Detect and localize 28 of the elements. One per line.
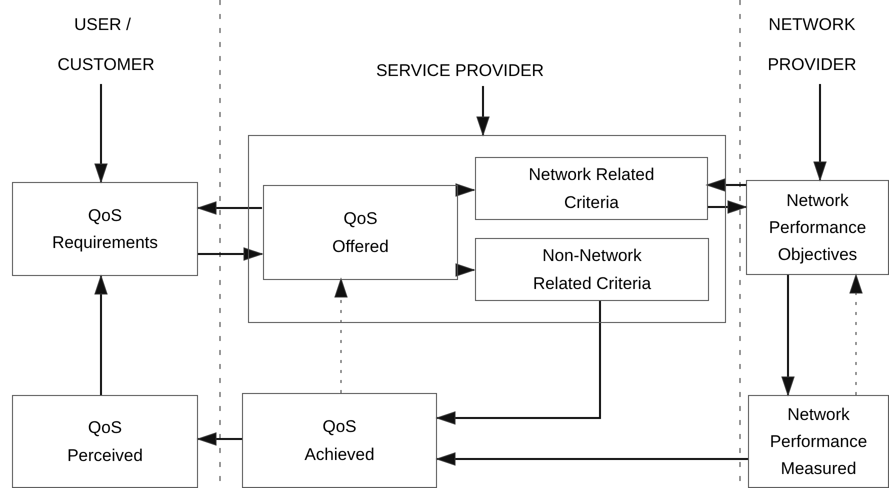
arrow	[198, 432, 242, 446]
arrow	[707, 200, 746, 214]
process-box: QoS Offered	[263, 185, 458, 280]
process-box: QoS Achieved	[242, 393, 437, 488]
process-box: QoS Requirements	[12, 182, 198, 276]
heading-label: NETWORK PROVIDER	[742, 6, 882, 84]
heading-label: SERVICE PROVIDER	[330, 56, 590, 86]
process-box: Network Performance Measured	[748, 395, 889, 488]
arrow	[198, 248, 262, 260]
heading-label: USER / CUSTOMER	[40, 6, 165, 84]
process-box: QoS Perceived	[12, 395, 198, 488]
arrow	[436, 452, 748, 466]
arrow	[456, 184, 474, 196]
arrow	[94, 276, 108, 395]
arrow	[814, 84, 826, 180]
arrow	[706, 178, 746, 192]
process-box: Network Performance Objectives	[746, 180, 889, 275]
process-box: Network Related Criteria	[475, 157, 708, 220]
arrow	[334, 278, 348, 394]
arrow	[850, 274, 862, 396]
arrow	[782, 275, 794, 396]
group-box	[248, 135, 726, 323]
arrow	[198, 202, 262, 214]
process-box: Non-Network Related Criteria	[475, 238, 709, 301]
arrow	[436, 300, 601, 424]
arrow	[476, 86, 490, 136]
arrow	[94, 84, 108, 182]
arrow	[456, 264, 474, 276]
